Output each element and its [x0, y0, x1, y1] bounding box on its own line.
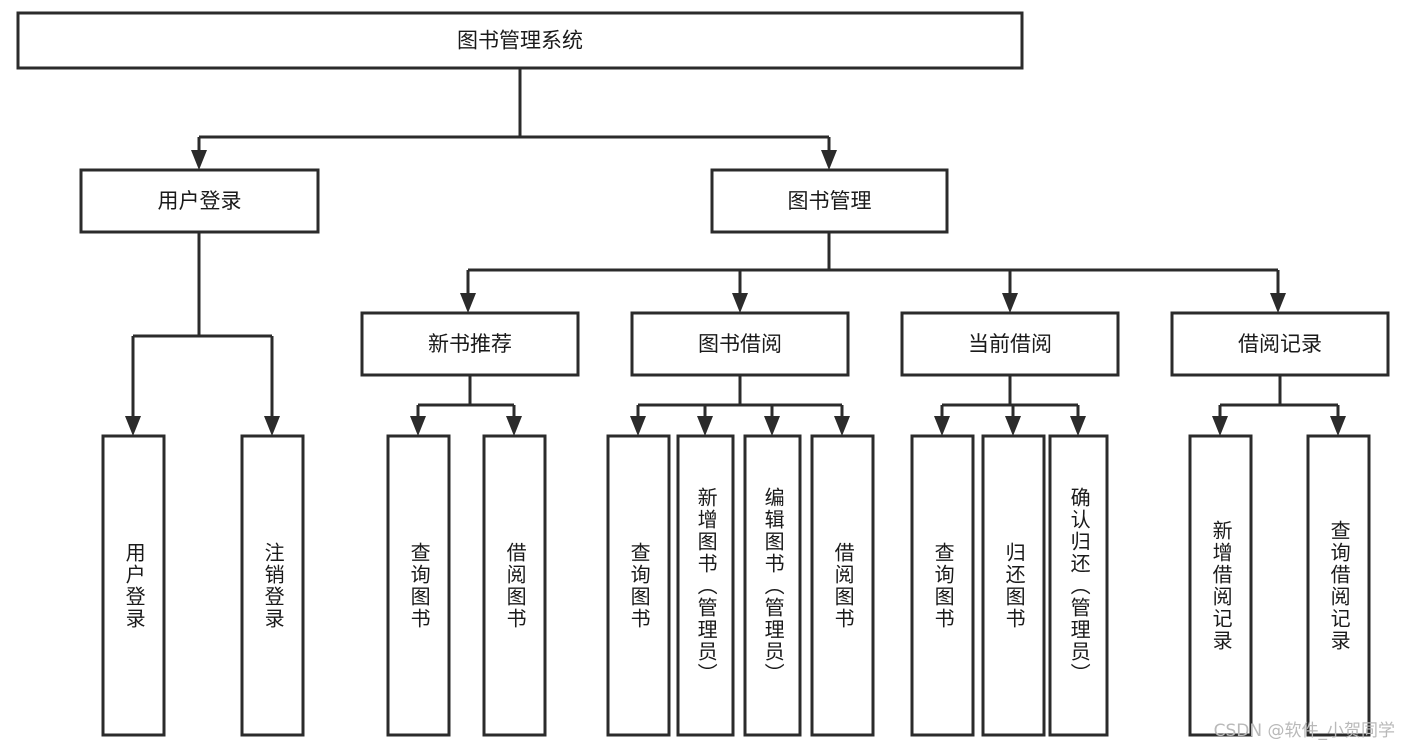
node-leaf-borrow-book-rec[interactable]: [482, 434, 547, 737]
level3-box[interactable]: [1170, 311, 1390, 377]
arrowhead-book_manage_to_level3-3: [1270, 293, 1286, 313]
node-leaf-confirm-return[interactable]: [1048, 434, 1109, 737]
root-box[interactable]: [16, 11, 1024, 70]
arrowhead-book_manage_to_level3-1: [732, 293, 748, 313]
leaf-box[interactable]: [240, 434, 305, 737]
level3-box[interactable]: [900, 311, 1120, 377]
arrowhead-book_manage_to_level3-2: [1002, 293, 1018, 313]
leaf-box[interactable]: [810, 434, 875, 737]
arrowhead-root_to_level2-0: [191, 150, 207, 170]
arrowhead-book_borrow_to_leaves-1: [697, 416, 713, 436]
leaf-box[interactable]: [1188, 434, 1253, 737]
node-leaf-user-login[interactable]: [101, 434, 166, 737]
node-leaf-query-book-borrow[interactable]: [606, 434, 671, 737]
node-leaf-add-book[interactable]: [676, 434, 735, 737]
node-label-current-borrow: 当前借阅: [968, 332, 1052, 356]
level3-box[interactable]: [360, 311, 580, 377]
node-label-user-login: 用户登录: [158, 189, 242, 213]
arrowhead-user_login_to_leaves-0: [125, 416, 141, 436]
node-new-book-rec[interactable]: [360, 311, 580, 377]
node-book-manage[interactable]: [710, 168, 949, 234]
node-leaf-logout[interactable]: [240, 434, 305, 737]
node-current-borrow[interactable]: [900, 311, 1120, 377]
node-root[interactable]: [16, 11, 1024, 70]
leaf-box[interactable]: [910, 434, 975, 737]
leaf-box[interactable]: [606, 434, 671, 737]
arrowhead-new_book_rec_to_leaves-1: [506, 416, 522, 436]
arrowhead-root_to_level2-1: [821, 150, 837, 170]
arrowhead-book_manage_to_level3-0: [460, 293, 476, 313]
leaf-box[interactable]: [482, 434, 547, 737]
arrowhead-current_borrow_to_leaves-1: [1005, 416, 1021, 436]
arrowhead-book_borrow_to_leaves-3: [834, 416, 850, 436]
node-label-book-manage: 图书管理: [788, 189, 872, 213]
node-leaf-borrow-book[interactable]: [810, 434, 875, 737]
node-label-new-book-rec: 新书推荐: [428, 332, 512, 356]
leaf-box[interactable]: [676, 434, 735, 737]
node-leaf-query-record[interactable]: [1306, 434, 1371, 737]
node-leaf-query-book-rec[interactable]: [386, 434, 451, 737]
leaf-box[interactable]: [1306, 434, 1371, 737]
node-leaf-return-book[interactable]: [981, 434, 1046, 737]
node-leaf-edit-book[interactable]: [743, 434, 802, 737]
node-book-borrow[interactable]: [630, 311, 850, 377]
leaf-box[interactable]: [386, 434, 451, 737]
node-label-borrow-record: 借阅记录: [1238, 332, 1322, 356]
leaf-box[interactable]: [101, 434, 166, 737]
node-leaf-add-record[interactable]: [1188, 434, 1253, 737]
node-label-root: 图书管理系统: [457, 29, 583, 53]
leaf-box[interactable]: [981, 434, 1046, 737]
arrowhead-book_borrow_to_leaves-2: [764, 416, 780, 436]
arrowhead-current_borrow_to_leaves-0: [934, 416, 950, 436]
node-user-login[interactable]: [79, 168, 320, 234]
level2-box[interactable]: [79, 168, 320, 234]
arrowhead-borrow_record_to_leaves-0: [1212, 416, 1228, 436]
arrowhead-new_book_rec_to_leaves-0: [410, 416, 426, 436]
connector-edges-layer: [125, 68, 1346, 436]
node-leaf-query-book-current[interactable]: [910, 434, 975, 737]
arrowhead-borrow_record_to_leaves-1: [1330, 416, 1346, 436]
csdn-watermark: CSDN @软件_小贺同学: [1213, 721, 1395, 741]
level2-box[interactable]: [710, 168, 949, 234]
node-borrow-record[interactable]: [1170, 311, 1390, 377]
level3-box[interactable]: [630, 311, 850, 377]
node-label-book-borrow: 图书借阅: [698, 332, 782, 356]
leaf-box[interactable]: [743, 434, 802, 737]
arrowhead-user_login_to_leaves-1: [264, 416, 280, 436]
arrowhead-book_borrow_to_leaves-0: [630, 416, 646, 436]
node-boxes-layer: [16, 11, 1390, 737]
leaf-box[interactable]: [1048, 434, 1109, 737]
arrowhead-current_borrow_to_leaves-2: [1070, 416, 1086, 436]
